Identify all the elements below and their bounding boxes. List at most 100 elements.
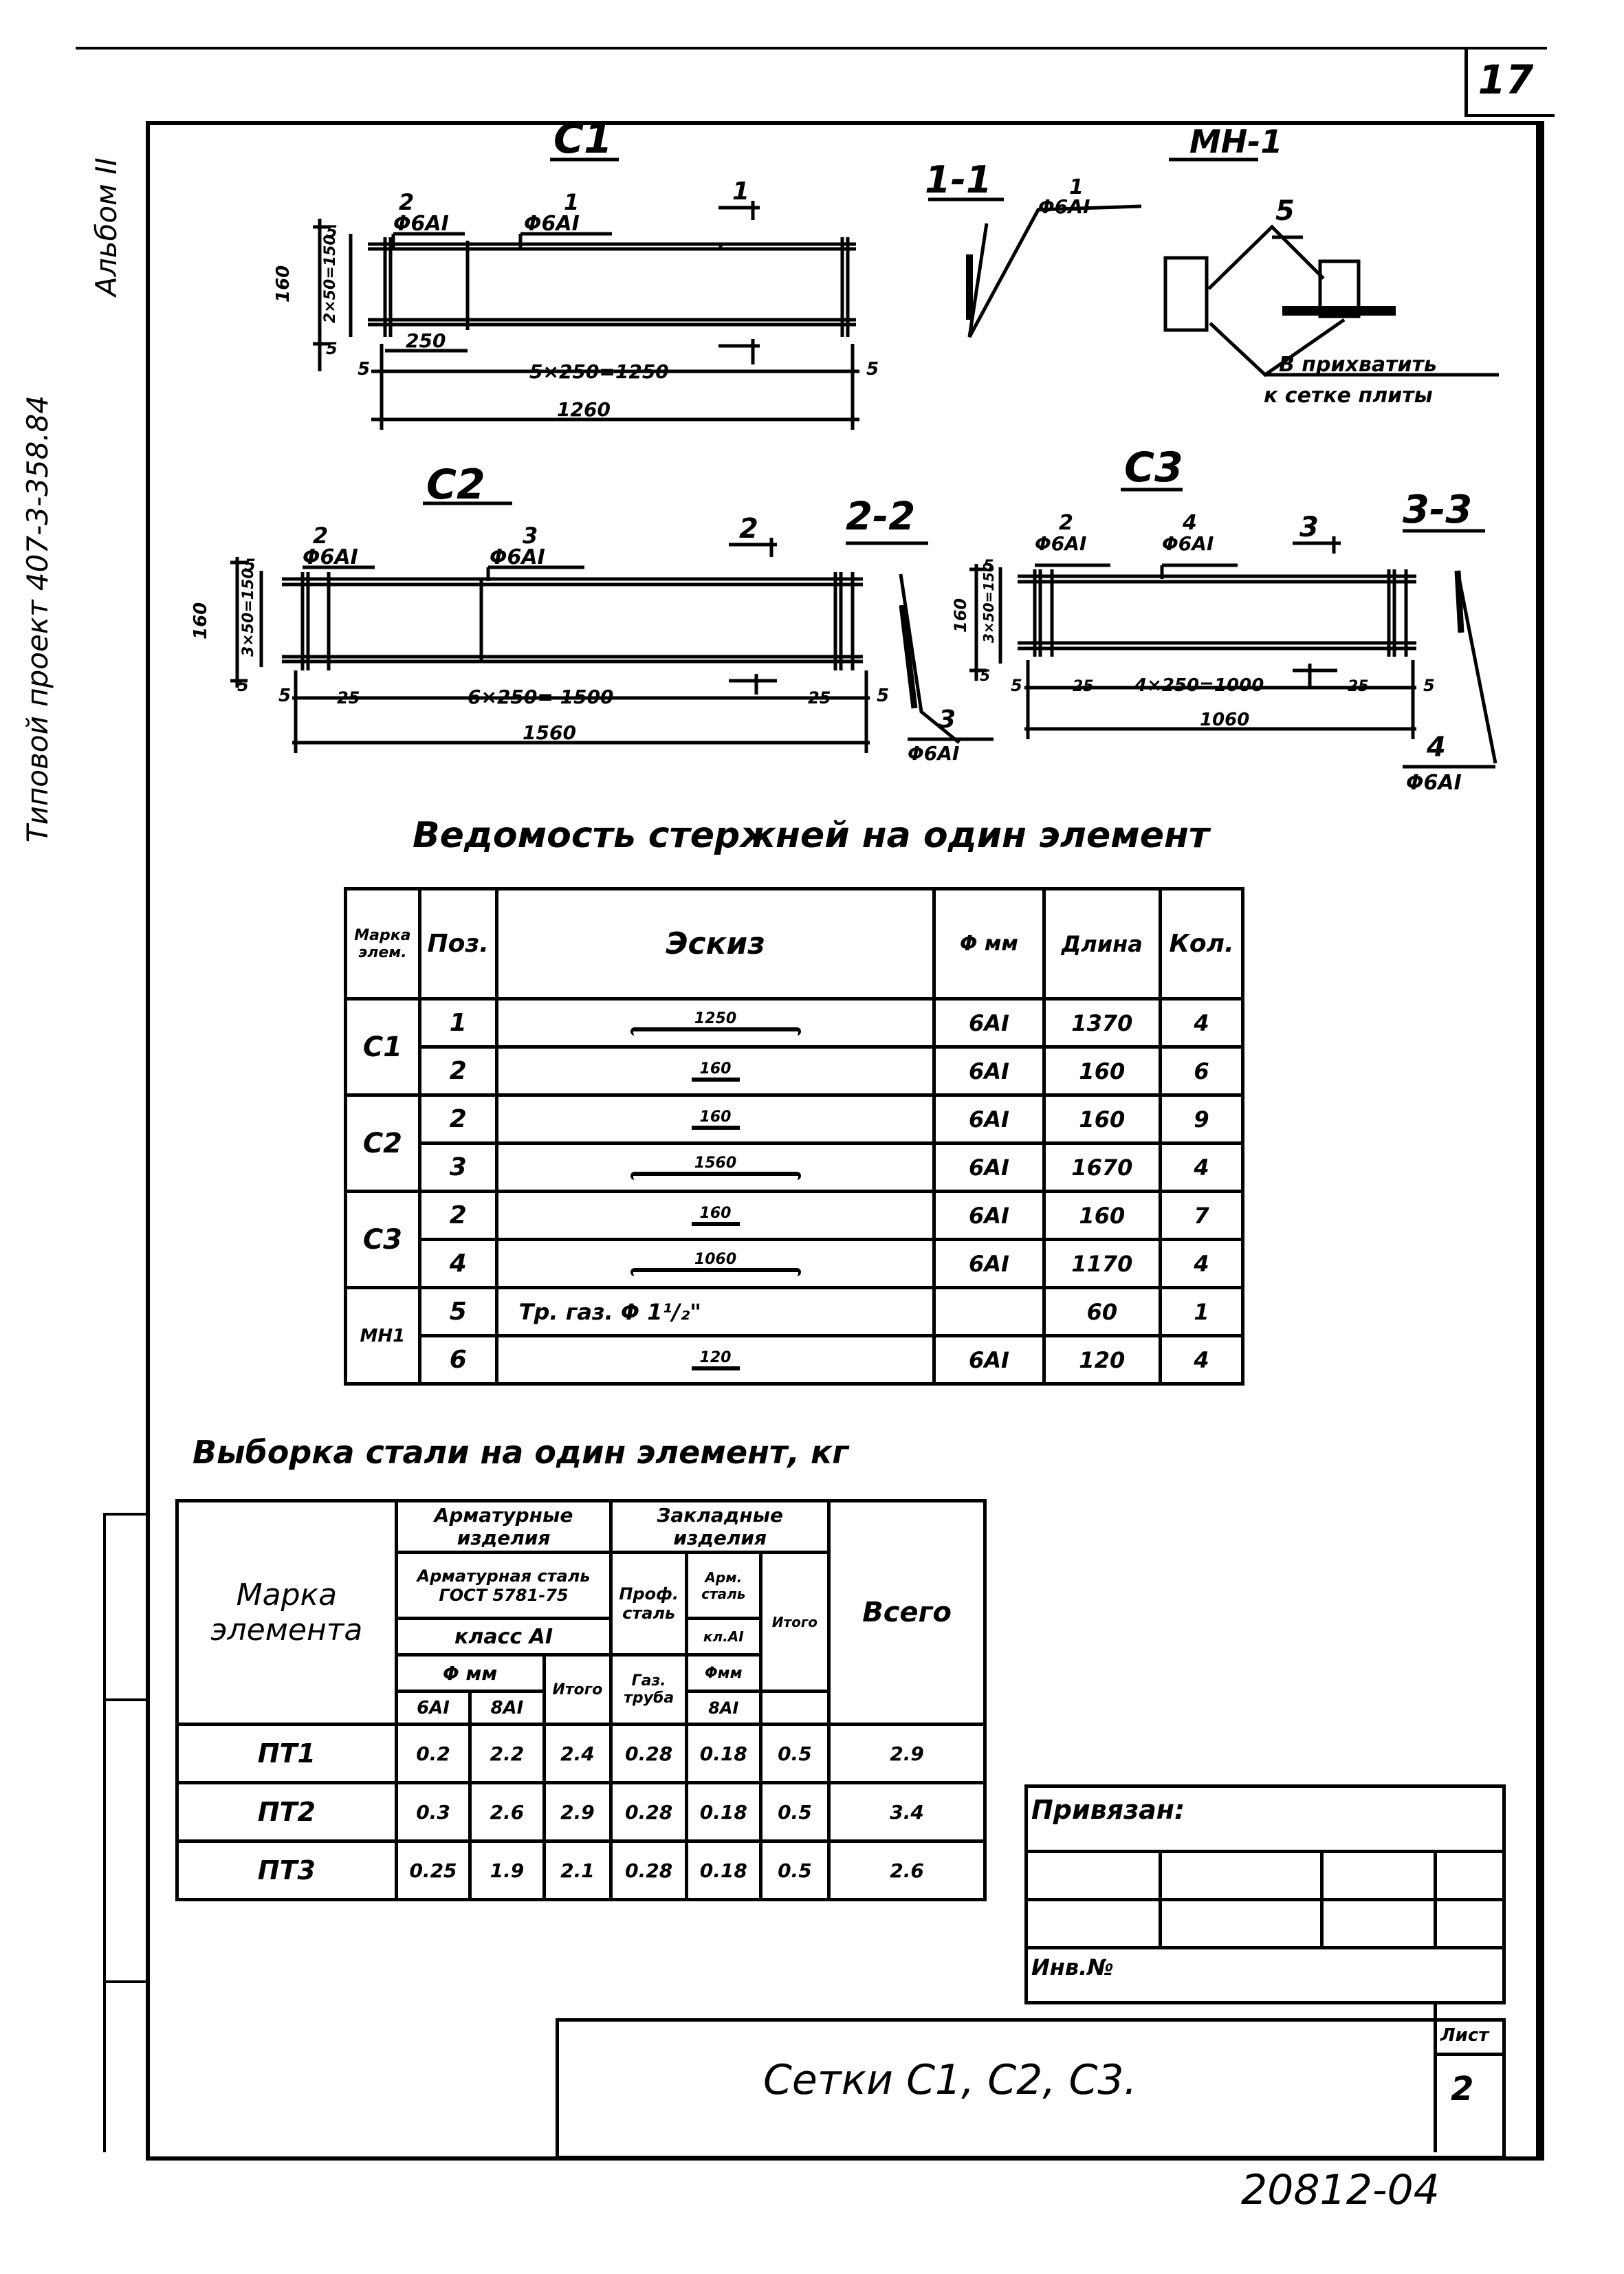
c2-inner: 3×50=150: [240, 568, 257, 657]
bars-len: 1670: [1042, 1141, 1163, 1193]
steel-value: 1.9: [468, 1839, 546, 1901]
margin-stamp-tick: [103, 1980, 149, 1983]
steel-header-rebar-items: Арматурные изделия: [394, 1498, 613, 1555]
c3-bar2-dia: Φ6АI: [1035, 532, 1086, 555]
s22-dia: Φ6АI: [908, 742, 959, 765]
bars-pos: 3: [417, 1141, 498, 1193]
bars-sketch: 160: [494, 1093, 936, 1145]
steel-header-kl: кл.АI: [685, 1616, 762, 1657]
bars-sketch: Тр. газ. Φ 1¹/₂": [494, 1286, 936, 1337]
bars-sketch: 1560: [494, 1141, 936, 1193]
c3-inner: 3×50=150: [980, 562, 997, 643]
steel-header-mark: Марка элемента: [175, 1498, 398, 1727]
bars-pos: 5: [417, 1286, 498, 1337]
steel-value: 0.28: [609, 1839, 689, 1901]
bars-qty: 6: [1159, 1045, 1244, 1097]
top-border-line: [76, 47, 1547, 50]
bars-header-length: Длина: [1042, 887, 1163, 1001]
c3-bar2-label: 2: [1059, 511, 1073, 535]
bars-len: 60: [1042, 1286, 1163, 1337]
bars-qty: 4: [1159, 1238, 1244, 1289]
steel-value: 2.9: [542, 1781, 613, 1844]
c2-edge-right: 5: [877, 686, 889, 706]
bars-sketch-bar: [630, 1267, 801, 1276]
bound-label: Привязан:: [1031, 1795, 1185, 1825]
steel-table: Марка элемента Арматурные изделия Заклад…: [175, 1498, 987, 1901]
steel-header-embedded: Закладные изделия: [609, 1498, 831, 1555]
steel-value: 2.4: [542, 1723, 613, 1785]
bars-len: 1370: [1042, 997, 1163, 1049]
bars-sketch-bar: [691, 1366, 740, 1370]
steel-header-total: Итого: [542, 1653, 613, 1727]
c3-height: 160: [951, 598, 970, 633]
steel-value: 0.5: [758, 1723, 831, 1785]
tb-sheet-hline: [1434, 2053, 1502, 2056]
steel-header-rebar-steel: Арматурная сталь ГОСТ 5781-75: [394, 1551, 613, 1620]
tb-vline: [1320, 1850, 1324, 1946]
steel-value: 2.9: [827, 1723, 987, 1785]
bars-len: 1170: [1042, 1238, 1163, 1289]
bars-dia: 6АI: [932, 1334, 1046, 1386]
steel-value: 2.6: [827, 1839, 987, 1901]
bars-len: 120: [1042, 1334, 1163, 1386]
bars-sketch-label: 120: [699, 1348, 732, 1366]
c3-step-right: 25: [1348, 678, 1369, 695]
bars-sketch-bar: [691, 1125, 740, 1130]
bars-header-dia: Φ мм: [932, 887, 1046, 1001]
bars-sketch-label: Тр. газ. Φ 1¹/₂": [518, 1298, 701, 1325]
sheet-value: 2: [1451, 2070, 1474, 2108]
margin-stamp-line: [103, 1513, 106, 2152]
c2-step-left: 25: [337, 688, 360, 708]
c2-height: 160: [190, 602, 211, 639]
tb-hline: [1028, 1946, 1502, 1949]
steel-header-dia-mm: Φ мм: [394, 1653, 546, 1694]
c2-small-bottom: 5: [237, 676, 249, 695]
steel-mark: ПТ2: [175, 1781, 398, 1844]
bars-pos: 6: [417, 1334, 498, 1386]
steel-header-prof: Проф. сталь: [609, 1551, 689, 1657]
mn1-note-2: к сетке плиты: [1264, 384, 1433, 408]
steel-header-arm: Арм. сталь: [685, 1551, 762, 1620]
bars-pos: 1: [417, 997, 498, 1049]
steel-mark: ПТ3: [175, 1839, 398, 1901]
c3-chain: 4×250=1000: [1134, 675, 1264, 696]
doc-number: 20812-04: [1241, 2166, 1440, 2214]
steel-header-8ai-2: 8АI: [685, 1690, 762, 1727]
c3-section-mark: 3: [1299, 512, 1319, 543]
tb-vline: [1434, 1850, 1437, 1946]
bars-header-pos: Поз.: [417, 887, 498, 1001]
steel-mark: ПТ1: [175, 1723, 398, 1785]
bars-qty: 4: [1159, 1334, 1244, 1386]
bars-sketch-label: 160: [699, 1204, 732, 1222]
title-block-main: [556, 2018, 1506, 2159]
c1-edge-right: 5: [866, 359, 879, 380]
bars-qty: 4: [1159, 997, 1244, 1049]
bars-header-qty: Кол.: [1159, 887, 1244, 1001]
bars-pos: 2: [417, 1190, 498, 1241]
c2-title: С2: [426, 461, 485, 509]
bars-pos: 4: [417, 1238, 498, 1289]
s22-title: 2-2: [846, 494, 915, 539]
s33-pos: 4: [1426, 732, 1446, 763]
tb-hline: [1028, 1850, 1502, 1853]
steel-value: 0.28: [609, 1723, 689, 1785]
c1-section-mark: 1: [732, 177, 749, 206]
bars-sketch-label: 1560: [694, 1154, 737, 1172]
bars-header-mark: Марка элем.: [344, 887, 421, 1001]
c3-title: С3: [1124, 444, 1183, 492]
bars-sketch: 160: [494, 1045, 936, 1097]
c2-bar2-dia: Φ6АI: [303, 545, 358, 569]
steel-header-8ai: 8АI: [468, 1690, 546, 1727]
c2-chain: 6×250= 1500: [468, 686, 614, 708]
bars-pos: 2: [417, 1045, 498, 1097]
bars-qty: 7: [1159, 1190, 1244, 1241]
title-block-bound: [1024, 1784, 1506, 2004]
